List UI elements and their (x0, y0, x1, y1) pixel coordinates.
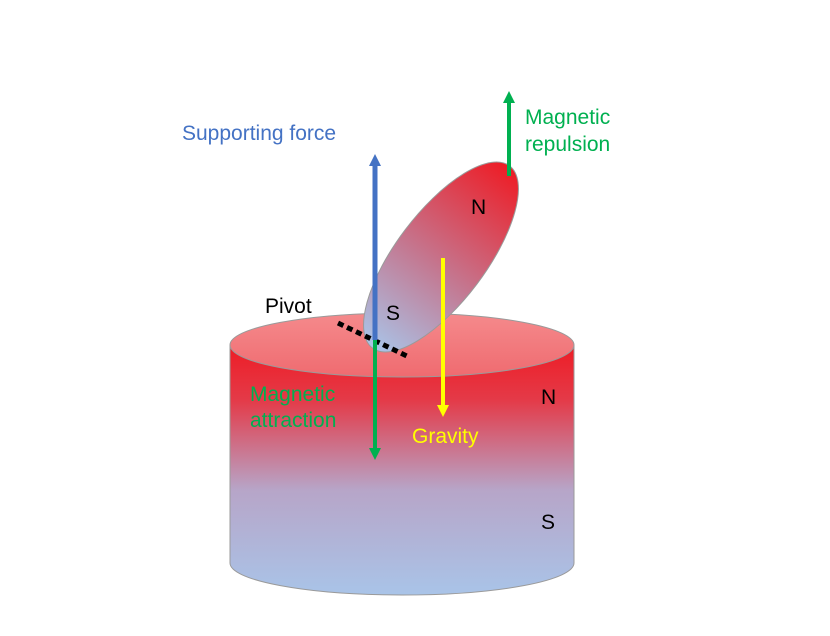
top-magnet-south-label: S (386, 302, 400, 325)
gravity-label: Gravity (412, 425, 479, 448)
magnetic-attraction-label-line2: attraction (250, 409, 336, 432)
pivot-label: Pivot (265, 295, 312, 318)
magnetic-attraction-label-line1: Magnetic (250, 383, 335, 406)
base-magnet-south-label: S (541, 511, 555, 534)
magnetic-repulsion-label-line1: Magnetic (525, 106, 610, 129)
top-magnet-north-label: N (471, 196, 486, 219)
base-magnet-body (229, 344, 575, 596)
supporting-force-label: Supporting force (182, 122, 336, 145)
base-magnet-north-label: N (541, 386, 556, 409)
magnetic-repulsion-label-line2: repulsion (525, 133, 610, 156)
pivot-line (336, 320, 411, 360)
